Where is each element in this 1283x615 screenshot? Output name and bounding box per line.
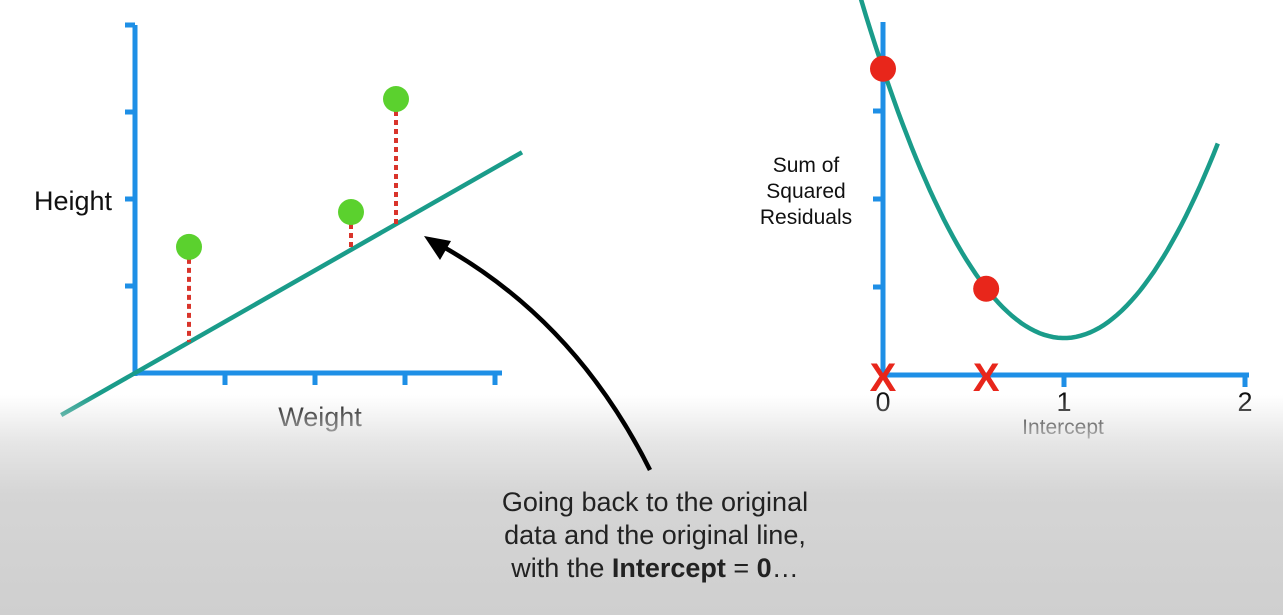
caption-zero: 0 xyxy=(756,553,772,583)
ssr-point xyxy=(973,275,1000,302)
arrow-shaft xyxy=(438,243,653,472)
caption-line-1: Going back to the original xyxy=(501,487,809,517)
y-axis-label-line: Squared xyxy=(766,180,845,203)
caption-text: Going back to the original data and the … xyxy=(455,486,855,585)
y-axis-label-line: Sum of xyxy=(773,154,840,177)
caption-line-3-prefix: with the xyxy=(511,553,612,583)
arrow-head xyxy=(424,236,451,260)
caption-equals: = xyxy=(725,553,757,583)
x-marker: X xyxy=(870,356,897,400)
caption-line-2: data and the original line, xyxy=(504,520,806,550)
data-point xyxy=(383,85,409,112)
caption-line-3: with the Intercept = 0… xyxy=(455,552,855,585)
x-marker: X xyxy=(973,356,1000,400)
data-point xyxy=(338,199,364,226)
data-point xyxy=(176,233,202,260)
fitted-line xyxy=(60,150,524,418)
ssr-curve xyxy=(858,0,1220,341)
ssr-point xyxy=(870,55,896,82)
caption-intercept-word: Intercept xyxy=(611,553,726,583)
y-axis-label: Height xyxy=(34,186,113,216)
y-axis-label-line: Residuals xyxy=(760,206,852,229)
caption-ellipsis: … xyxy=(771,553,799,583)
